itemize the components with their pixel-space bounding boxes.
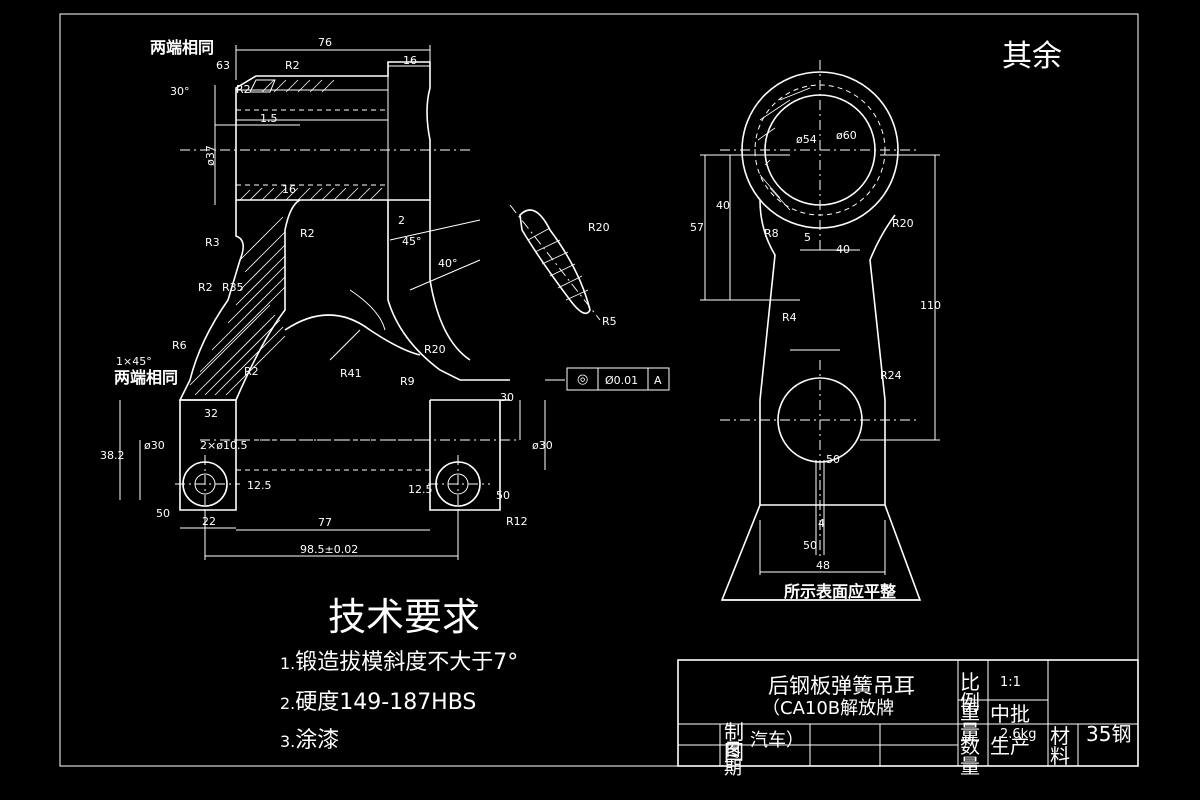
batch-label: 中批: [990, 702, 1030, 726]
dim-45deg: 45°: [402, 235, 422, 248]
dim-110: 110: [920, 299, 941, 312]
qty-label: 数量: [960, 734, 980, 778]
material-label: 材料: [1050, 724, 1070, 768]
dim-77: 77: [318, 516, 332, 529]
finish-50-a: 50: [156, 507, 170, 520]
finish-50-right-a: 50: [826, 453, 840, 466]
tolerance-datum: A: [654, 374, 662, 387]
dim-40deg: 40°: [438, 257, 458, 270]
right-view: [700, 60, 940, 601]
dim-30-v: 30: [500, 391, 514, 404]
dim-5: 5: [804, 231, 811, 244]
dim-r9: R9: [400, 375, 415, 388]
dim-d30-a: ø30: [144, 439, 165, 452]
finish-16: 16: [282, 183, 296, 196]
dim-12-5-a: 12.5: [247, 479, 272, 492]
dim-1-5: 1.5: [260, 112, 278, 125]
dim-chamfer: 1×45°: [116, 355, 152, 368]
ratio-value: 1:1: [1000, 675, 1021, 690]
dim-r2-d: R2: [198, 281, 213, 294]
top-boss-outline: [235, 61, 431, 201]
dim-r6: R6: [172, 339, 187, 352]
dim-d54: ø54: [796, 133, 817, 146]
dim-r35: R35: [222, 281, 244, 294]
dim-40-h: 40: [836, 243, 850, 256]
dim-holes: 2×ø10.5: [200, 439, 248, 452]
title-block: [677, 659, 1139, 767]
dim-d37: ø37: [203, 145, 217, 166]
weight-value: 2.6kg: [1000, 727, 1037, 742]
finish-50-right-b: 50: [803, 539, 817, 552]
surface-finish-note: 其余: [1002, 39, 1062, 74]
dim-38-2: 38.2: [100, 449, 125, 462]
dim-r2-e: R2: [244, 365, 259, 378]
ratio-label: 比例: [960, 670, 980, 714]
dim-16: 16: [403, 54, 417, 67]
right-body: [759, 199, 896, 506]
dim-r20: R20: [424, 343, 446, 356]
dim-76: 76: [318, 36, 332, 49]
requirement-2: 2.硬度149-187HBS: [280, 690, 477, 715]
note-both-ends-top: 两端相同: [150, 38, 215, 57]
part-subtitle: （CA10B解放牌: [762, 698, 895, 719]
dim-r2-a: R2: [285, 59, 300, 72]
part-subtitle-2: 汽车）: [750, 730, 804, 751]
dim-4: 4: [818, 517, 825, 530]
dim-r2-b: R2: [236, 83, 251, 96]
dim-r8: R8: [764, 227, 779, 240]
dim-98-5: 98.5±0.02: [300, 543, 359, 556]
dim-r4: R4: [782, 311, 797, 324]
note-surface-flat: 所示表面应平整: [784, 582, 897, 601]
dim-22: 22: [202, 515, 216, 528]
dim-d30-b: ø30: [532, 439, 553, 452]
dim-48: 48: [816, 559, 830, 572]
tolerance-symbol: ◎: [577, 372, 589, 387]
date-label: 日期: [724, 740, 742, 779]
dim-40-v: 40: [716, 199, 730, 212]
dim-2: 2: [398, 214, 405, 227]
finish-50-b: 50: [496, 489, 510, 502]
requirement-3: 3.涂漆: [280, 728, 340, 753]
dim-63: 63: [216, 59, 230, 72]
tolerance-frame: [566, 367, 670, 391]
part-name: 后钢板弹簧吊耳: [768, 674, 915, 698]
note-both-ends-left: 两端相同: [114, 368, 179, 387]
dim-r2-c: R2: [300, 227, 315, 240]
left-view: [119, 45, 670, 560]
dim-r3: R3: [205, 236, 220, 249]
weight-label: 重量: [960, 700, 980, 744]
dim-r20-right: R20: [892, 217, 914, 230]
web-arc: [284, 314, 421, 356]
sheet-border: [59, 13, 1139, 767]
dim-30deg: 30°: [170, 85, 190, 98]
material-value: 35钢: [1086, 722, 1132, 746]
tolerance-value: Ø0.01: [605, 374, 639, 387]
section-detail: [519, 209, 591, 315]
dim-r12: R12: [506, 515, 528, 528]
dim-r5: R5: [602, 315, 617, 328]
dim-r41: R41: [340, 367, 362, 380]
requirements-title: 技术要求: [328, 595, 481, 639]
dim-12-5-b: 12.5: [408, 483, 433, 496]
dim-57: 57: [690, 221, 704, 234]
right-arm: [387, 200, 510, 381]
dim-d60: ø60: [836, 129, 857, 142]
dim-r20-b: R20: [588, 221, 610, 234]
finish-32: 32: [204, 407, 218, 420]
dim-r24: R24: [880, 369, 902, 382]
production-label: 生产: [990, 734, 1030, 758]
requirement-1: 1.锻造拔模斜度不大于7°: [280, 650, 519, 675]
made-label: 制图: [724, 720, 744, 764]
